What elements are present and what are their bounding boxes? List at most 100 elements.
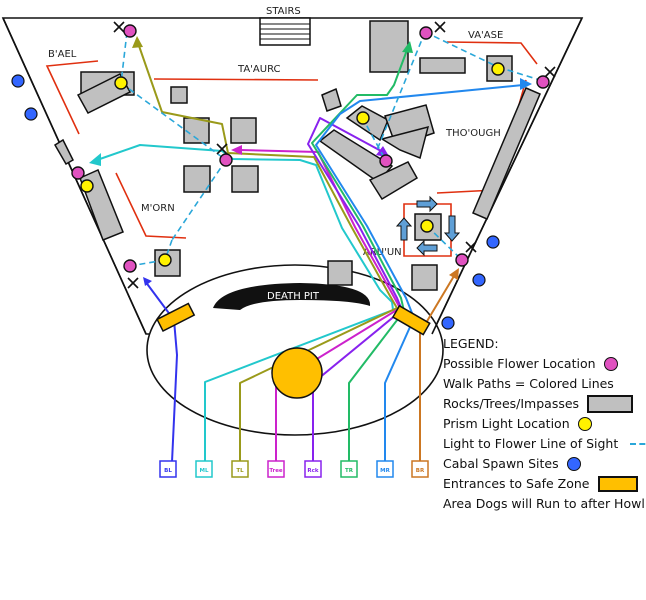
los-line <box>424 31 499 68</box>
arrow-head <box>89 153 101 166</box>
legend-item: Walk Paths = Colored Lines <box>443 374 646 394</box>
los-line <box>171 159 227 241</box>
prism-light <box>158 253 172 267</box>
spawn-box-tree: Tree <box>267 460 285 478</box>
safe-zone-entrance <box>156 302 196 332</box>
legend-item: Prism Light Location <box>443 414 646 434</box>
spawn-label: Rck <box>307 468 318 474</box>
death-pit <box>213 283 371 310</box>
spawn-box-tr: TR <box>340 460 358 478</box>
cabal-spawn <box>441 316 455 330</box>
area-label-morn: M'ORN <box>141 203 175 214</box>
cabal-spawn <box>11 74 25 88</box>
los-line <box>361 116 387 162</box>
cabal-spawns <box>11 74 500 330</box>
spawn-box-br: BR <box>411 460 429 478</box>
rock <box>380 125 430 160</box>
legend-item: Light to Flower Line of Sight <box>443 434 646 454</box>
cabal-spawn <box>24 107 38 121</box>
legend-text: Cabal Spawn Sites <box>443 456 559 471</box>
spawn-label: TL <box>236 468 244 474</box>
legend-text: Possible Flower Location <box>443 356 596 371</box>
flower <box>71 166 85 180</box>
spawn-box-tl: TL <box>231 460 249 478</box>
arrow-right-icon <box>416 195 438 213</box>
dog-marker-icon <box>465 241 477 253</box>
arrow-head <box>143 277 152 286</box>
tree <box>271 347 323 399</box>
walk-path-mr <box>315 84 524 462</box>
rotation-arrows <box>395 195 461 257</box>
spawn-label: BR <box>416 468 425 474</box>
spawn-label: MR <box>380 468 390 474</box>
walk-path-bl <box>144 280 178 463</box>
legend-item: Possible Flower Location <box>443 354 646 374</box>
legend-text: Walk Paths = Colored Lines <box>443 376 614 391</box>
arrow-up-icon <box>395 217 413 241</box>
arrow-head <box>132 36 143 48</box>
legend-title: LEGEND: <box>443 336 499 351</box>
rock <box>170 86 188 104</box>
spawn-box-rck: Rck <box>304 460 322 478</box>
rock <box>183 165 211 193</box>
death-pit-label: DEATH PIT <box>267 291 320 302</box>
flower <box>419 26 433 40</box>
rock <box>230 117 257 144</box>
rocks <box>53 20 541 291</box>
flower <box>123 24 137 38</box>
spawn-label: BL <box>164 468 172 474</box>
legend-text: Entrances to Safe Zone <box>443 476 590 491</box>
legend-item: Area Dogs will Run to after Howl ✕ <box>443 494 646 514</box>
stairs <box>259 17 311 46</box>
rock <box>231 165 259 193</box>
legend-text: Prism Light Location <box>443 416 570 431</box>
dog-marker-icon <box>113 21 125 33</box>
arrow-head <box>231 145 242 155</box>
rock-icon <box>587 395 634 413</box>
spawn-label: TR <box>345 468 354 474</box>
taaurc-border <box>153 78 319 81</box>
los-line <box>120 31 128 84</box>
arrow-down-icon <box>443 215 461 242</box>
prism-lights <box>80 62 505 267</box>
morn-border <box>115 172 187 239</box>
prism-light <box>491 62 505 76</box>
rock <box>318 129 394 184</box>
dog-marker-icon <box>127 277 139 289</box>
arrow-head <box>449 268 459 280</box>
flower <box>219 153 233 167</box>
flower-icon <box>603 357 618 371</box>
legend-text: Rocks/Trees/Impasses <box>443 396 580 411</box>
legend-item: Entrances to Safe Zone <box>443 474 646 494</box>
legend-text: Light to Flower Line of Sight <box>443 436 619 451</box>
prism-light <box>114 76 128 90</box>
dog-marker-icon <box>434 21 446 33</box>
spawn-label: Tree <box>269 468 283 474</box>
rock <box>327 260 353 286</box>
safe-zone-entrance <box>391 304 431 336</box>
spawn-box-bl: BL <box>159 460 177 478</box>
los-line <box>376 31 426 151</box>
los-line <box>426 225 463 261</box>
vaase-border <box>446 41 538 65</box>
legend-text: Area Dogs will Run to after Howl <box>443 496 645 511</box>
spawn-box-mr: MR <box>376 460 394 478</box>
prism-light <box>420 219 434 233</box>
rock <box>411 264 438 291</box>
dog-marker-icon <box>544 66 556 78</box>
legend: LEGEND: Possible Flower Location Walk Pa… <box>443 334 646 514</box>
cabal-spawn <box>472 273 486 287</box>
arrow-head <box>520 78 532 90</box>
spawn-boxes: BL ML TL Tree Rck TR MR BR <box>159 460 429 478</box>
rock <box>53 138 74 166</box>
arrow-left-icon <box>416 239 438 257</box>
flower <box>455 253 469 267</box>
line-of-sight-icon <box>630 443 646 445</box>
bael-border <box>45 60 99 135</box>
safe-zone-icon <box>597 476 638 492</box>
walk-path-tl <box>137 42 398 462</box>
prism-light <box>80 179 94 193</box>
flower <box>536 75 550 89</box>
walk-path-tr <box>311 49 408 462</box>
